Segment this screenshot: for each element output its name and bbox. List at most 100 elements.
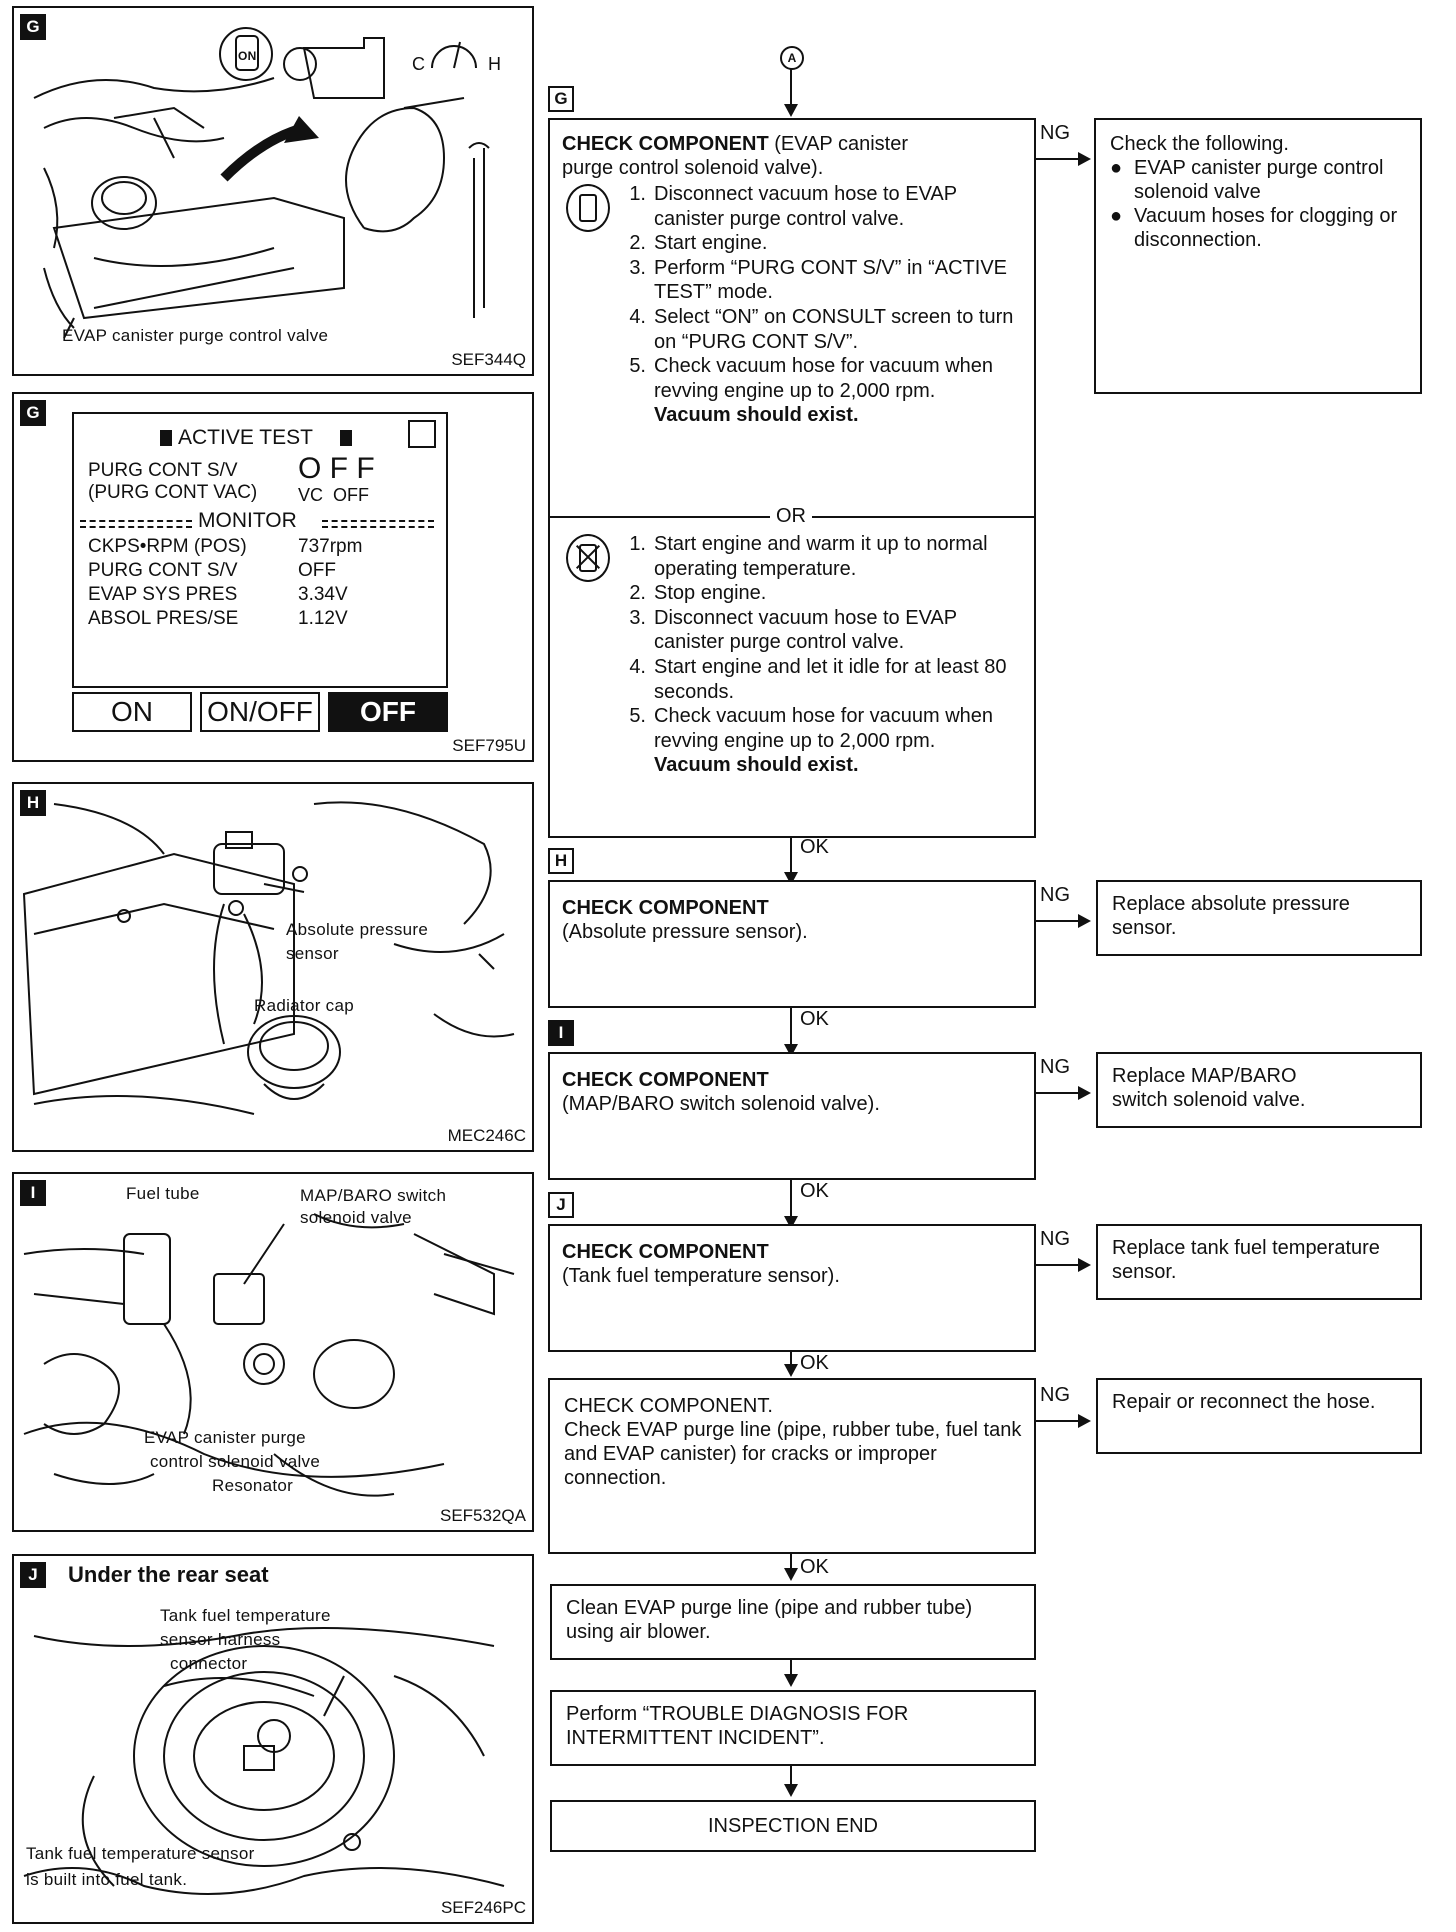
- flow-line: [1034, 1092, 1080, 1094]
- figure-caption: EVAP canister purge control valve: [62, 326, 329, 345]
- engine-bay-illustration: [22, 801, 515, 1115]
- screen-title: ACTIVE TEST: [178, 426, 313, 449]
- figure-g-photo: G: [12, 6, 534, 376]
- steps-without-consult: 1.Start engine and warm it up to normal …: [629, 533, 1007, 777]
- figure-code: SEF246PC: [440, 1898, 526, 1917]
- flow-arrow: [784, 1364, 798, 1377]
- step-g-title: CHECK COMPONENT (EVAP canister purge con…: [562, 133, 908, 179]
- flow-line: [1034, 920, 1080, 922]
- fuel-tank-illustration: [23, 1627, 505, 1895]
- resonator-label: Resonator: [212, 1476, 294, 1495]
- inspection-end-box: INSPECTION END: [550, 1800, 1036, 1852]
- on-off-button[interactable]: ON/OFF: [200, 692, 320, 732]
- flow-line: [790, 1350, 792, 1370]
- harness-connector-label: connector: [170, 1654, 248, 1673]
- step-j-box: CHECK COMPONENT (Tank fuel temperature s…: [548, 1224, 1036, 1352]
- absolute-pressure-sensor-label: sensor: [286, 944, 339, 963]
- connector-a-marker: A: [780, 46, 804, 70]
- engine-illustration: [33, 27, 490, 339]
- monitor-divider-right: [322, 520, 434, 528]
- on-button[interactable]: ON: [72, 692, 192, 732]
- step-body: Perform “TROUBLE DIAGNOSIS FOR INTERMITT…: [566, 1703, 909, 1749]
- figure-i-photo: I Fuel tube MAP/BARO switch solenoid val…: [12, 1172, 534, 1532]
- purge-label: PURG CONT S/V: [88, 460, 238, 481]
- flow-line: [1034, 1420, 1080, 1422]
- purge-value: O F F: [298, 452, 375, 485]
- step-k-ng-box: Repair or reconnect the hose.: [1096, 1378, 1422, 1454]
- step-title: CHECK COMPONENT: [562, 1069, 769, 1091]
- flow-line: [790, 1006, 792, 1050]
- figure-code: MEC246C: [447, 1126, 526, 1145]
- solenoid-illustration: [23, 1213, 515, 1497]
- flow-arrow: [784, 1784, 798, 1797]
- step-body: (Tank fuel temperature sensor).: [562, 1265, 840, 1287]
- purge-vac-value: VC OFF: [298, 485, 369, 505]
- monitor-row-value: OFF: [298, 560, 336, 581]
- checkbox-icon: [408, 420, 436, 448]
- radiator-cap-label: Radiator cap: [254, 996, 354, 1015]
- flow-line: [790, 836, 792, 878]
- built-in-sensor-label: Tank fuel temperature sensor: [26, 1844, 255, 1863]
- ng-label: NG: [1040, 884, 1070, 906]
- flow-arrow: [1078, 914, 1091, 928]
- monitor-row-label: EVAP SYS PRES: [88, 584, 238, 605]
- ok-label: OK: [800, 1180, 829, 1202]
- figure-code: SEF344Q: [451, 350, 526, 369]
- step-title: CHECK COMPONENT: [562, 1241, 769, 1263]
- ok-label: OK: [800, 836, 829, 858]
- flow-arrow: [784, 1568, 798, 1581]
- step-m-box: Perform “TROUBLE DIAGNOSIS FOR INTERMITT…: [550, 1690, 1036, 1766]
- step-k-box: CHECK COMPONENT. Check EVAP purge line (…: [548, 1378, 1036, 1554]
- figure-tag: G: [20, 400, 46, 426]
- step-title: CHECK COMPONENT.: [564, 1395, 773, 1417]
- or-label: OR: [770, 504, 812, 528]
- step-body: (MAP/BARO switch solenoid valve).: [562, 1093, 880, 1115]
- flow-line: [790, 68, 792, 106]
- flow-arrow: [1078, 1414, 1091, 1428]
- step-tag: J: [548, 1192, 574, 1218]
- flow-arrow: [784, 104, 798, 117]
- figure-j-photo: J Under the rear seat Tank fuel temperat…: [12, 1554, 534, 1924]
- monitor-row-value: 737rpm: [298, 536, 363, 557]
- flow-line: [790, 1552, 792, 1574]
- flow-line: [790, 1764, 792, 1788]
- consult-tool-icon: [566, 184, 610, 232]
- figure-tag: H: [20, 790, 46, 816]
- gauge-cold-label: C: [412, 54, 426, 74]
- step-body: Clean EVAP purge line (pipe and rubber t…: [566, 1597, 973, 1643]
- figure-h-photo: H Absolute pressure sensor Radiator cap …: [12, 782, 534, 1152]
- ng-title: Check the following.: [1110, 133, 1289, 155]
- step-tag: H: [548, 848, 574, 874]
- evap-solenoid-label: control solenoid valve: [150, 1452, 321, 1471]
- ng-label: NG: [1040, 122, 1070, 144]
- absolute-pressure-sensor-label: Absolute pressure: [286, 920, 429, 939]
- ok-label: OK: [800, 1352, 829, 1374]
- fuel-tube-label: Fuel tube: [126, 1184, 200, 1203]
- key-on-label: ON: [238, 49, 257, 63]
- figure-code: SEF795U: [452, 736, 526, 755]
- step-h-box: CHECK COMPONENT (Absolute pressure senso…: [548, 880, 1036, 1008]
- step-tag: G: [548, 86, 574, 112]
- ng-label: NG: [1040, 1384, 1070, 1406]
- purge-vac-label: (PURG CONT VAC): [88, 482, 258, 503]
- flow-arrow: [1078, 1086, 1091, 1100]
- ng-action: Replace MAP/BARO switch solenoid valve.: [1112, 1065, 1306, 1111]
- figure-title: Under the rear seat: [68, 1562, 269, 1587]
- flow-line: [1034, 158, 1080, 160]
- ok-label: OK: [800, 1556, 829, 1578]
- monitor-row-value: 3.34V: [298, 584, 348, 605]
- off-button[interactable]: OFF: [328, 692, 448, 732]
- flow-line: [1034, 1264, 1080, 1266]
- step-j-ng-box: Replace tank fuel temperature sensor.: [1096, 1224, 1422, 1300]
- steps-with-consult: 1.Disconnect vacuum hose to EVAP caniste…: [629, 183, 1014, 427]
- evap-solenoid-label: EVAP canister purge: [144, 1428, 306, 1447]
- ng-action: Repair or reconnect the hose.: [1112, 1391, 1376, 1413]
- step-body: (Absolute pressure sensor).: [562, 921, 808, 943]
- map-baro-solenoid-label: solenoid valve: [300, 1208, 412, 1227]
- harness-connector-label: Tank fuel temperature: [160, 1606, 331, 1625]
- figure-tag: J: [20, 1562, 46, 1588]
- monitor-title: MONITOR: [198, 509, 297, 532]
- ng-action: Replace absolute pressure sensor.: [1112, 893, 1350, 939]
- flow-arrow: [784, 1674, 798, 1687]
- monitor-row-value: 1.12V: [298, 608, 348, 629]
